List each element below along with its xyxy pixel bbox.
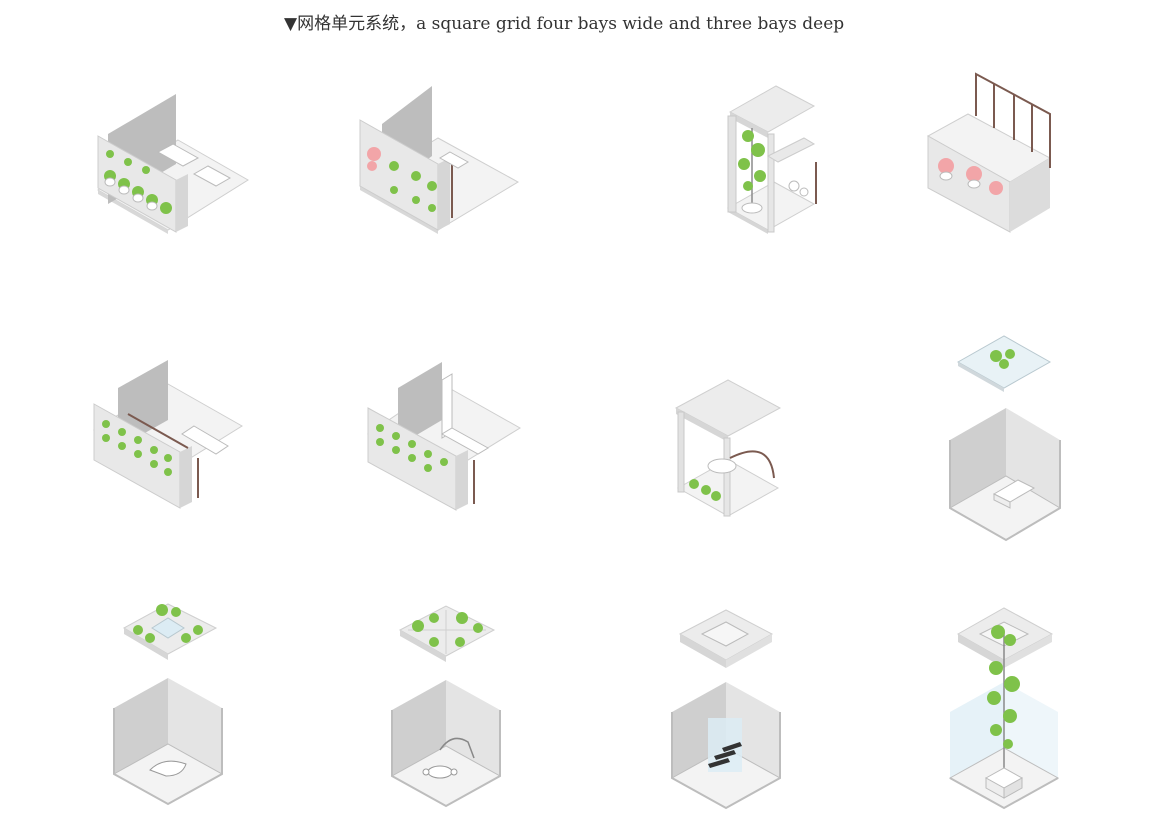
- stair-module-icon: [670, 609, 782, 810]
- module-cell: [618, 58, 878, 308]
- module-cell: [898, 328, 1154, 578]
- dining-garden-module-icon: [390, 605, 502, 808]
- figure-caption: ▼网格单元系统，a square grid four bays wide and…: [284, 14, 845, 34]
- sofa-skylight-module-icon: [948, 335, 1061, 542]
- module-grid: [58, 58, 1098, 810]
- bath-module-icon: [674, 379, 782, 517]
- kitchen-shelf-module-icon: [367, 362, 521, 511]
- plant-shelf-module-icon: [97, 94, 249, 234]
- module-cell: [618, 588, 878, 838]
- flower-shelf-module-icon: [359, 86, 520, 234]
- module-cell: [58, 588, 318, 838]
- living-shelf-module-icon: [93, 360, 243, 509]
- module-cell: [338, 588, 598, 838]
- module-cell: [338, 58, 598, 308]
- tree-atrium-module-icon: [948, 607, 1060, 810]
- two-level-tree-module-icon: [726, 85, 817, 234]
- frame-flower-module-icon: [926, 72, 1052, 233]
- module-cell: [58, 58, 318, 308]
- piano-garden-module-icon: [112, 603, 224, 806]
- module-cell: [58, 328, 318, 578]
- module-cell: [898, 58, 1154, 308]
- module-cell: [618, 328, 878, 578]
- module-cell: [338, 328, 598, 578]
- module-cell: [898, 588, 1154, 838]
